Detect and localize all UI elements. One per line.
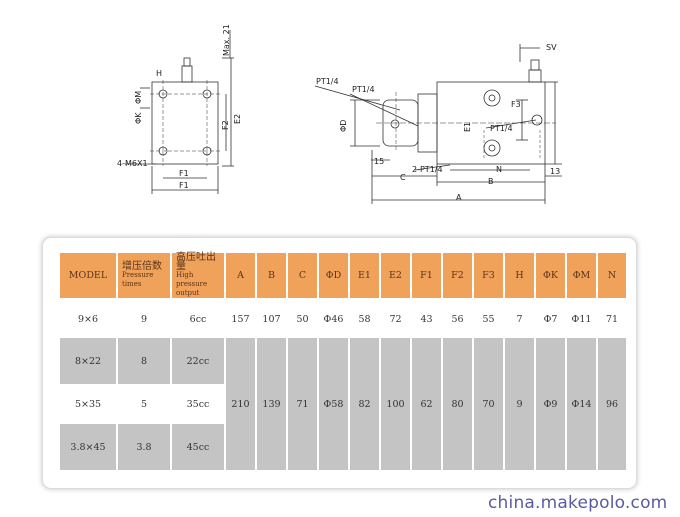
cell-value: Φ11	[565, 299, 598, 338]
cell-value: 56	[441, 299, 474, 338]
cell-shared-value: 70	[472, 338, 505, 470]
cell-shared-value: 139	[255, 338, 288, 470]
cell-ratio: 9	[116, 299, 172, 338]
cell-shared-value: 96	[596, 338, 628, 470]
cell-output: 45cc	[170, 424, 226, 470]
cell-shared-value: 100	[379, 338, 412, 470]
dim-f2: F2	[221, 120, 230, 130]
cell-shared-value: 71	[286, 338, 319, 470]
cell-shared-value: Φ14	[565, 338, 598, 470]
dim-sv: SV	[546, 43, 557, 52]
dim-thread: 4-M6X1	[117, 159, 148, 168]
header-phid: ΦD	[317, 253, 350, 300]
dim-f3: F3	[511, 100, 521, 109]
dim-f1-inner: F1	[179, 169, 189, 178]
cell-value: 71	[596, 299, 628, 338]
dim-a: A	[456, 193, 462, 202]
header-output-zh: 高压吐出量	[176, 252, 216, 272]
dim-n: N	[496, 165, 502, 174]
header-pressure-times-zh: 增压倍数	[122, 261, 162, 272]
table-header-row: MODEL 增压倍数 Pressure times 高压吐出量 High pre…	[58, 252, 628, 300]
header-pressure-times-en: Pressure times	[122, 271, 154, 288]
cell-value: Φ7	[534, 299, 567, 338]
cell-value: 7	[503, 299, 536, 338]
cell-value: 107	[255, 299, 288, 338]
table-row: 8×22 8 22cc 210 139 71 Φ58 82 100 62 80 …	[58, 338, 628, 470]
header-a: A	[224, 253, 257, 300]
dim-pt14-b: PT1/4	[352, 85, 375, 94]
header-f3: F3	[472, 253, 505, 300]
header-pressure-times: 增压倍数 Pressure times	[116, 253, 172, 300]
cell-shared-value: 80	[441, 338, 474, 470]
cell-model: 5×35	[58, 384, 118, 424]
cell-ratio: 8	[116, 338, 172, 384]
header-n: N	[596, 253, 628, 300]
spec-table: MODEL 增压倍数 Pressure times 高压吐出量 High pre…	[58, 253, 628, 470]
left-top-stem	[181, 65, 193, 83]
dim-c: C	[400, 173, 406, 182]
table-row: 9×6 9 6cc 157 107 50 Φ46 58 72 43 56 55 …	[58, 299, 628, 338]
dim-2pt14: 2-PT1/4	[412, 165, 443, 174]
header-output-en: High pressure output	[176, 271, 208, 297]
cell-value: Φ46	[317, 299, 350, 338]
header-phim: ΦM	[565, 253, 598, 300]
header-c: C	[286, 253, 319, 300]
header-h: H	[503, 253, 536, 300]
dim-pt14-a: PT1/4	[316, 77, 339, 86]
cell-model: 8×22	[58, 338, 118, 384]
cell-model: 3.8×45	[58, 424, 118, 470]
header-model: MODEL	[58, 253, 118, 300]
header-phik: ΦK	[534, 253, 567, 300]
dim-13: 13	[550, 167, 560, 176]
dim-e1: E1	[463, 122, 472, 132]
header-f1: F1	[410, 253, 443, 300]
table-row: 5×35 5 35cc	[58, 384, 627, 424]
header-high-pressure-output: 高压吐出量 High pressure output	[170, 252, 226, 300]
cell-output: 35cc	[170, 384, 226, 424]
cell-shared-value: 62	[410, 338, 443, 470]
cell-output: 6cc	[170, 299, 226, 338]
cell-value: 72	[379, 299, 412, 338]
dim-phik: ΦK	[134, 112, 143, 124]
cell-shared-value: Φ58	[317, 338, 350, 470]
dim-h: H	[156, 69, 162, 78]
header-e2: E2	[379, 253, 412, 300]
dim-max21: Max. 21	[222, 24, 231, 56]
technical-drawing: Max. 21 H ΦM ΦK F2 E2 4-M6X1 F1 F1 PT1/4…	[117, 24, 562, 204]
header-e1: E1	[348, 253, 381, 300]
dim-phid: ΦD	[339, 120, 348, 132]
cell-model: 9×6	[58, 299, 118, 338]
dim-phim: ΦM	[134, 91, 143, 104]
dim-e2: E2	[233, 114, 242, 124]
header-b: B	[255, 253, 288, 300]
dim-pt14-c: PT1/4	[490, 124, 513, 133]
cell-value: 58	[348, 299, 381, 338]
cell-value: 43	[410, 299, 443, 338]
cell-value: 50	[286, 299, 319, 338]
cell-ratio: 3.8	[116, 424, 172, 470]
dim-f1-outer: F1	[179, 181, 189, 190]
cell-shared-value: Φ9	[534, 338, 567, 470]
table-row: 3.8×45 3.8 45cc	[58, 424, 627, 470]
cell-shared-value: 82	[348, 338, 381, 470]
dim-15: 15	[374, 157, 384, 166]
cell-shared-value: 210	[224, 338, 257, 470]
cell-value: 55	[472, 299, 505, 338]
watermark-text: china.makepolo.com	[488, 493, 668, 513]
cell-value: 157	[224, 299, 257, 338]
cell-shared-value: 9	[503, 338, 536, 470]
header-f2: F2	[441, 253, 474, 300]
dim-b: B	[488, 177, 494, 186]
cell-output: 22cc	[170, 338, 226, 384]
cell-ratio: 5	[116, 384, 172, 424]
left-body-outline	[151, 81, 219, 165]
